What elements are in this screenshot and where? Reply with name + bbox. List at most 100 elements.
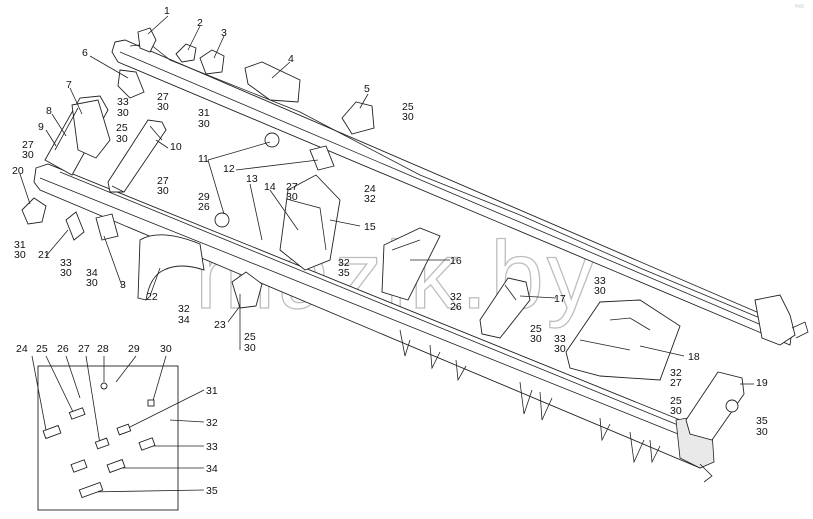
callout-label: 23 bbox=[214, 319, 226, 331]
legend-label: 30 bbox=[160, 343, 172, 355]
reinforcement-4 bbox=[244, 61, 301, 103]
fastener-label: 33 bbox=[594, 275, 606, 287]
fastener-label: 33 bbox=[117, 96, 129, 108]
frame-lower-rail bbox=[33, 163, 715, 483]
crossmember-10 bbox=[107, 119, 167, 193]
spring-bracket-22 bbox=[137, 234, 205, 301]
legend-label: 24 bbox=[16, 343, 28, 355]
legend-label: 27 bbox=[78, 343, 90, 355]
fastener-label: 25 bbox=[402, 101, 414, 113]
fastener-label: 30 bbox=[116, 133, 128, 145]
fastener-label: 27 bbox=[157, 91, 169, 103]
bracket-5 bbox=[341, 101, 375, 135]
fastener-label: 31 bbox=[198, 107, 210, 119]
fastener-label: 25 bbox=[116, 122, 128, 134]
fastener-label: 35 bbox=[338, 267, 350, 279]
fastener-label: 31 bbox=[14, 239, 26, 251]
callout-label: 3 bbox=[221, 27, 227, 39]
fastener-label: 33 bbox=[554, 333, 566, 345]
legend-label: 26 bbox=[57, 343, 69, 355]
crossmember-16 bbox=[381, 227, 441, 301]
fastener-label: 30 bbox=[670, 405, 682, 417]
callout-label: 18 bbox=[688, 351, 700, 363]
legend-label: 29 bbox=[128, 343, 140, 355]
bracket-23 bbox=[231, 271, 263, 309]
legend-label: 33 bbox=[206, 441, 218, 453]
fastener-label: 27 bbox=[157, 175, 169, 187]
callout-label: 22 bbox=[146, 291, 158, 303]
fastener-label: 27 bbox=[286, 181, 298, 193]
fastener-label: 32 bbox=[178, 303, 190, 315]
frame-upper-rail bbox=[111, 39, 809, 346]
fastener-label: 30 bbox=[60, 267, 72, 279]
callout-label: 15 bbox=[364, 221, 376, 233]
fastener-label: 30 bbox=[244, 342, 256, 354]
callout-label: 20 bbox=[12, 165, 24, 177]
leader-lines bbox=[19, 15, 754, 385]
crossmember-17 bbox=[479, 277, 531, 339]
legend-label: 32 bbox=[206, 417, 218, 429]
fastener-label: 30 bbox=[14, 249, 26, 261]
bracket-1 bbox=[137, 27, 157, 53]
callout-label: 11 bbox=[198, 153, 209, 165]
fastener-legend bbox=[31, 355, 205, 511]
fastener-label: 32 bbox=[338, 257, 350, 269]
callout-label: 14 bbox=[264, 181, 276, 193]
fastener-label: 30 bbox=[286, 191, 298, 203]
fastener-label: 30 bbox=[402, 111, 414, 123]
callout-label: 3 bbox=[120, 279, 126, 291]
bracket-21 bbox=[65, 211, 85, 241]
bracket-12 bbox=[309, 145, 335, 171]
fastener-label: 30 bbox=[117, 107, 129, 119]
legend-label: 25 bbox=[36, 343, 48, 355]
fastener-label: 32 bbox=[364, 193, 376, 205]
fastener-label: 25 bbox=[244, 331, 256, 343]
fastener-label: 24 bbox=[364, 183, 376, 195]
bracket-20 bbox=[21, 197, 47, 225]
fastener-label: 30 bbox=[198, 118, 210, 130]
fastener-label: 30 bbox=[22, 149, 34, 161]
fastener-label: 27 bbox=[670, 377, 682, 389]
crossmember-front bbox=[44, 95, 111, 176]
fastener-label: 25 bbox=[670, 395, 682, 407]
fastener-label: 34 bbox=[178, 314, 190, 326]
fastener-label: 30 bbox=[157, 185, 169, 197]
callout-label: 19 bbox=[756, 377, 768, 389]
crossmember-19 bbox=[685, 371, 745, 441]
callout-label: 17 bbox=[554, 293, 566, 305]
fastener-label: 27 bbox=[22, 139, 34, 151]
callout-labels: 1 2 3 4 5 6 7 8 9 10 11 12 13 14 15 16 1… bbox=[12, 5, 768, 497]
fastener-label: 30 bbox=[86, 277, 98, 289]
bracket-6 bbox=[117, 69, 145, 99]
legend-label: 34 bbox=[206, 463, 218, 475]
callout-label: 21 bbox=[38, 249, 50, 261]
fastener-label: 35 bbox=[756, 415, 768, 427]
fastener-label: 30 bbox=[530, 333, 542, 345]
corner-logo: ᵐᵃᶻ bbox=[795, 4, 805, 11]
bracket-2 bbox=[175, 43, 197, 63]
fastener-label: 25 bbox=[530, 323, 542, 335]
fastener-label: 30 bbox=[756, 426, 768, 438]
fastener-label: 30 bbox=[594, 285, 606, 297]
legend-label: 31 bbox=[206, 385, 218, 397]
bracket-3b bbox=[95, 213, 119, 241]
callout-label: 16 bbox=[450, 255, 462, 267]
callout-label: 5 bbox=[364, 83, 370, 95]
legend-label: 28 bbox=[97, 343, 109, 355]
fastener-label: 30 bbox=[554, 343, 566, 355]
legend-label: 35 bbox=[206, 485, 218, 497]
fastener-label: 33 bbox=[60, 257, 72, 269]
fastener-label: 32 bbox=[450, 291, 462, 303]
bracket-11 bbox=[214, 132, 280, 228]
fastener-label: 32 bbox=[670, 367, 682, 379]
callout-label: 7 bbox=[66, 79, 72, 91]
callout-label: 6 bbox=[82, 47, 88, 59]
fastener-label: 30 bbox=[157, 101, 169, 113]
fastener-label: 34 bbox=[86, 267, 98, 279]
callout-label: 9 bbox=[38, 121, 44, 133]
callout-label: 10 bbox=[170, 141, 182, 153]
callout-label: 8 bbox=[46, 105, 52, 117]
fastener-label: 29 bbox=[198, 191, 210, 203]
callout-label: 2 bbox=[197, 17, 203, 29]
